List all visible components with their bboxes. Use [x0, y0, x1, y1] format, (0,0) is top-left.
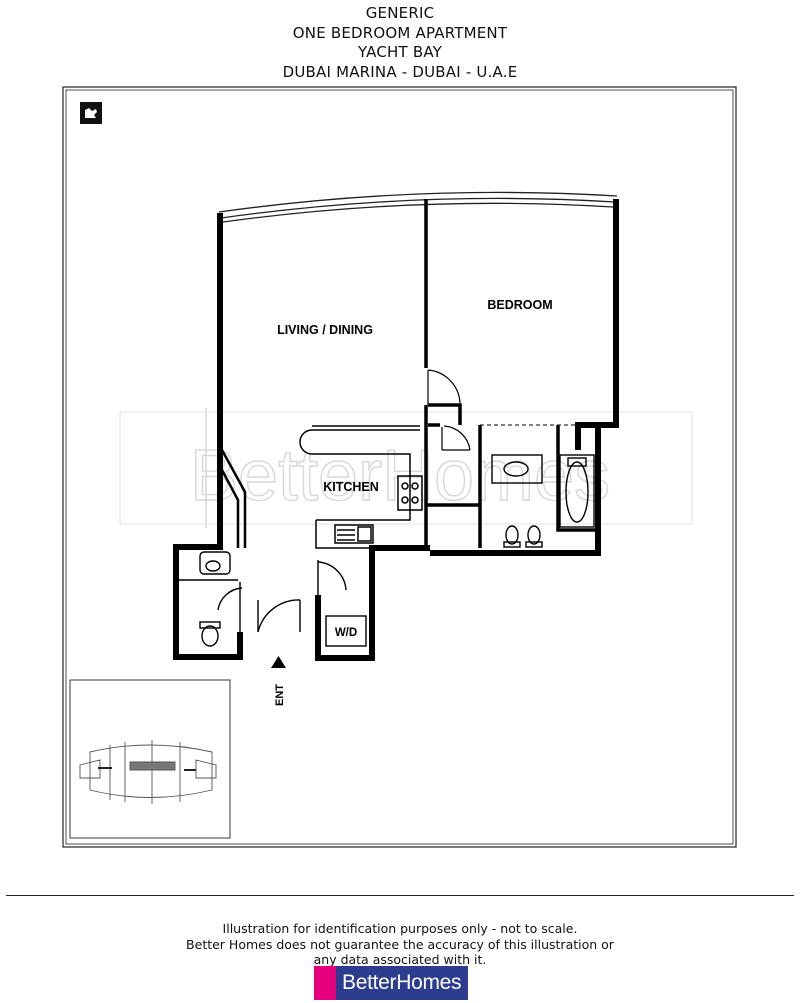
- kitchen-counter: [299, 425, 427, 549]
- plan-title-line-2: ONE BEDROOM APARTMENT: [292, 23, 508, 42]
- brand-logo-text: BetterHomes: [336, 966, 469, 1000]
- main-bathroom: [491, 454, 595, 548]
- plan-inner-frame: [65, 89, 734, 845]
- plan-title-block: GENERIC ONE BEDROOM APARTMENT YACHT BAY …: [0, 4, 800, 82]
- disclaimer-line-1: Illustration for identification purposes…: [222, 921, 578, 936]
- interior-walls: [424, 199, 598, 548]
- footer-divider: [6, 895, 794, 896]
- disclaimer-line-3: any data associated with it.: [313, 952, 487, 968]
- powder-room: [178, 551, 243, 647]
- bathroom-door: [441, 425, 471, 451]
- key-plan-inset: [69, 679, 231, 839]
- room-label-bedroom: BEDROOM: [487, 298, 552, 312]
- brand-logo: BetterHomes: [314, 966, 469, 1000]
- floor-plan: BetterHomes: [62, 86, 737, 848]
- room-label-kitchen: KITCHEN: [323, 480, 379, 494]
- plan-title-line-3: YACHT BAY: [357, 43, 443, 61]
- washer-dryer-closet: [317, 560, 367, 647]
- plan-outer-frame: [62, 86, 737, 848]
- entrance-label: ENT: [274, 684, 286, 706]
- plan-title-line-4: DUBAI MARINA - DUBAI - U.A.E: [282, 62, 518, 81]
- disclaimer-line-2: Better Homes does not guarantee the accu…: [186, 936, 614, 952]
- room-label-living-dining: LIVING / DINING: [277, 323, 373, 337]
- compass-hand-icon: [80, 102, 102, 124]
- exterior-walls: [173, 199, 619, 661]
- bedroom-door: [427, 369, 461, 405]
- room-label-washer-dryer: W/D: [335, 627, 357, 639]
- entrance-arrow-icon: [271, 656, 286, 668]
- brand-logo-mark: [314, 966, 336, 1000]
- disclaimer: Illustration for identification purposes…: [0, 921, 800, 968]
- curved-facade: [218, 191, 618, 223]
- entry-passage: [220, 449, 247, 548]
- plan-title-line-1: GENERIC: [365, 4, 435, 22]
- entry-door: [257, 599, 301, 633]
